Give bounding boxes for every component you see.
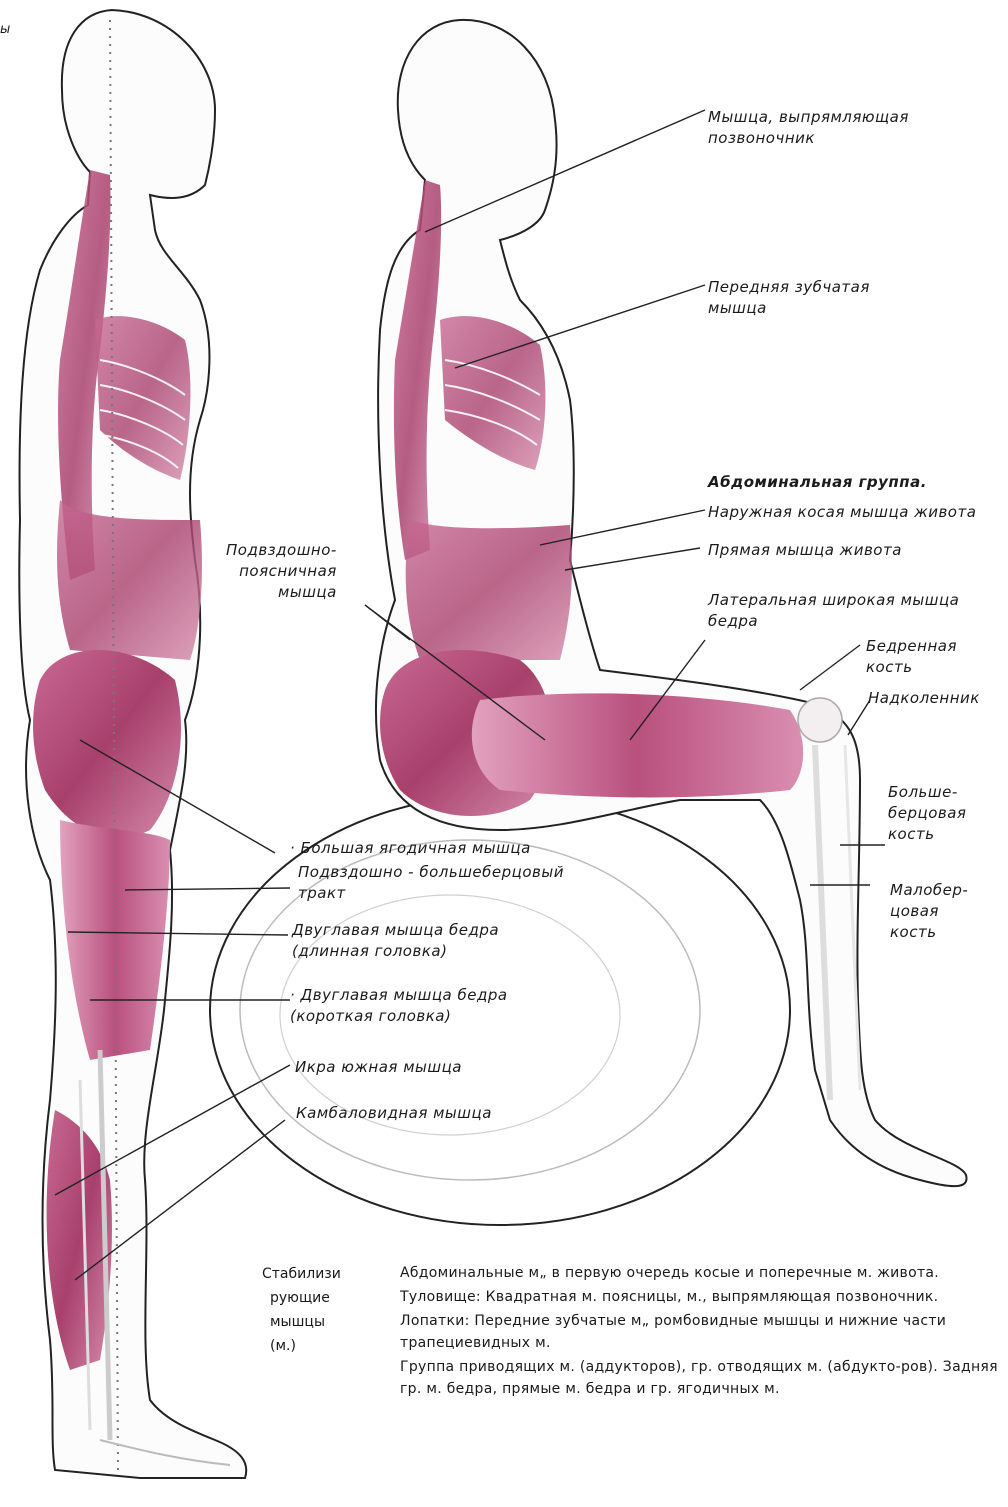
label-erector-spinae: Мышца, выпрямляющая позвоночник [708, 107, 909, 149]
label-patella: Надколенник [868, 688, 980, 709]
label-line: · Двуглавая мышца бедра [290, 985, 508, 1006]
stabilizers-item: Группа приводящих м. (аддукторов), гр. о… [400, 1356, 1000, 1400]
stabilizers-item: Туловище: Квадратная м. поясницы, м., вы… [400, 1286, 1000, 1308]
label-line: позвоночник [708, 128, 909, 149]
label-serratus-anterior: Передняя зубчатая мышца [708, 277, 870, 319]
label-line: Двуглавая мышца бедра [292, 920, 499, 941]
stabilizers-title: Стабилизи рующие мышцы (м.) [262, 1262, 341, 1358]
standing-figure [19, 10, 246, 1478]
label-line: Бедренная [866, 636, 957, 657]
stabilizers-title-line: рующие [262, 1286, 341, 1310]
label-tibia: Больше- берцовая кость [888, 782, 966, 845]
corner-fragment-text: ы [0, 22, 10, 37]
label-line: Подвздошно - большеберцовый [298, 862, 564, 883]
label-gastrocnemius: Икра южная мышца [295, 1057, 462, 1078]
stabilizers-title-line: (м.) [262, 1334, 341, 1358]
label-line: (длинная головка) [292, 941, 499, 962]
label-line: мышца [226, 582, 337, 603]
label-line: берцовая [888, 803, 966, 824]
stabilizers-list: Абдоминальные м„ в первую очередь косые … [400, 1262, 1000, 1402]
label-line: (короткая головка) [290, 1006, 508, 1027]
stabilizers-title-line: мышцы [262, 1310, 341, 1334]
label-line: Латеральная широкая мышца [708, 590, 959, 611]
label-iliotibial-tract: Подвздошно - большеберцовый тракт [298, 862, 564, 904]
label-vastus-lateralis: Латеральная широкая мышца бедра [708, 590, 959, 632]
stabilizers-item: Лопатки: Передние зубчатые м„ ромбовидны… [400, 1310, 1000, 1354]
label-line: кость [888, 824, 966, 845]
label-line: кость [866, 657, 957, 678]
stabilizers-title-line: Стабилизи [262, 1262, 341, 1286]
stabilizers-item: Абдоминальные м„ в первую очередь косые … [400, 1262, 1000, 1284]
label-line: мышца [708, 298, 870, 319]
label-femur: Бедренная кость [866, 636, 957, 678]
label-line: Подвздошно- [226, 540, 337, 561]
label-biceps-femoris-long: Двуглавая мышца бедра (длинная головка) [292, 920, 499, 962]
label-line: Мышца, выпрямляющая [708, 107, 909, 128]
label-line: бедра [708, 611, 959, 632]
label-abdominal-group: Абдоминальная группа. [708, 472, 927, 493]
label-line: поясничная [226, 561, 337, 582]
label-iliopsoas: Подвздошно- поясничная мышца [226, 540, 337, 603]
label-line: Малобер- [890, 880, 968, 901]
label-line: тракт [298, 883, 564, 904]
label-rectus-abdominis: Прямая мышца живота [708, 540, 902, 561]
label-line: Больше- [888, 782, 966, 803]
label-external-oblique: Наружная косая мышца живота [708, 502, 976, 523]
label-gluteus-maximus: · Большая ягодичная мышца [290, 838, 531, 859]
label-line: Передняя зубчатая [708, 277, 870, 298]
label-fibula: Малобер- цовая кость [890, 880, 968, 943]
label-biceps-femoris-short: · Двуглавая мышца бедра (короткая головк… [290, 985, 508, 1027]
label-line: цовая [890, 901, 968, 922]
label-soleus: Камбаловидная мышца [296, 1103, 492, 1124]
label-line: кость [890, 922, 968, 943]
